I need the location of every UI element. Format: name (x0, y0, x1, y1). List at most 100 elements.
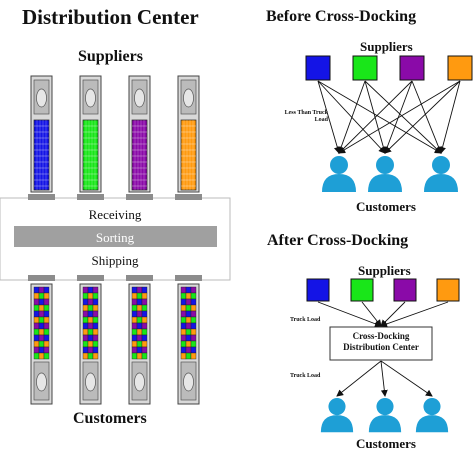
before-shipment-arrow (439, 80, 461, 154)
lane-2 (77, 75, 104, 405)
dock-door (126, 194, 153, 200)
mixed-cargo (180, 286, 187, 294)
mixed-cargo (136, 328, 143, 336)
mixed-cargo (180, 334, 187, 342)
mixed-cargo (131, 304, 138, 312)
mixed-cargo (180, 340, 187, 348)
mixed-cargo (180, 352, 187, 360)
mixed-cargo (82, 352, 89, 360)
dock-door (126, 275, 153, 281)
mixed-cargo (92, 292, 99, 300)
mixed-cargo (141, 334, 148, 342)
mixed-cargo (131, 352, 138, 360)
mixed-cargo (82, 346, 89, 354)
mixed-cargo (190, 286, 197, 294)
truck-engine (183, 88, 194, 108)
mixed-cargo (33, 334, 40, 342)
after-supplier-box (350, 278, 374, 302)
mixed-cargo (141, 286, 148, 294)
mixed-cargo (180, 322, 187, 330)
mixed-cargo (38, 340, 45, 348)
before-supplier-box (447, 55, 473, 81)
mixed-cargo (180, 304, 187, 312)
customers-label: Customers (73, 410, 147, 427)
mixed-cargo (180, 328, 187, 336)
mixed-cargo (136, 346, 143, 354)
mixed-cargo (190, 292, 197, 300)
mixed-cargo (43, 334, 50, 342)
mixed-cargo (131, 322, 138, 330)
mixed-cargo (43, 286, 50, 294)
mixed-cargo (33, 286, 40, 294)
mixed-cargo (82, 340, 89, 348)
before-shipment-arrow (317, 80, 341, 154)
mixed-cargo (141, 328, 148, 336)
customer-head (328, 398, 346, 416)
mixed-cargo (185, 292, 192, 300)
mixed-cargo (92, 334, 99, 342)
before-customers-label: Customers (356, 199, 416, 214)
inbound-truck-load-label: Truck Load (290, 317, 321, 323)
mixed-cargo (141, 352, 148, 360)
mixed-cargo (87, 340, 94, 348)
mixed-cargo (87, 310, 94, 318)
truck-engine (85, 88, 96, 108)
mixed-cargo (190, 346, 197, 354)
mixed-cargo (190, 322, 197, 330)
truck-engine (36, 88, 47, 108)
mixed-cargo (43, 304, 50, 312)
mixed-cargo (185, 322, 192, 330)
mixed-cargo (87, 328, 94, 336)
before-shipment-arrow (317, 80, 386, 154)
mixed-cargo (38, 346, 45, 354)
mixed-cargo (136, 352, 143, 360)
mixed-cargo (141, 292, 148, 300)
mixed-cargo (92, 322, 99, 330)
mixed-cargo (190, 340, 197, 348)
mixed-cargo (136, 310, 143, 318)
mixed-cargo (87, 286, 94, 294)
mixed-cargo (38, 310, 45, 318)
before-shipment-arrow (338, 80, 413, 154)
mixed-cargo (92, 286, 99, 294)
mixed-cargo (131, 298, 138, 306)
mixed-cargo (141, 310, 148, 318)
after-cross-docking-title: After Cross-Docking (267, 232, 409, 249)
mixed-cargo (38, 334, 45, 342)
mixed-cargo (180, 346, 187, 354)
customer-body (368, 174, 402, 192)
mixed-cargo (33, 310, 40, 318)
before-suppliers-label: Suppliers (360, 39, 413, 54)
customer-body (320, 415, 354, 433)
mixed-cargo (180, 316, 187, 324)
hub-label-line-1: Cross-Docking (352, 331, 410, 341)
mixed-cargo (43, 298, 50, 306)
mixed-cargo (136, 292, 143, 300)
mixed-cargo (38, 292, 45, 300)
receiving-label: Receiving (88, 207, 142, 222)
after-suppliers-label: Suppliers (358, 263, 411, 278)
customer-body (415, 415, 449, 433)
mixed-cargo (190, 334, 197, 342)
mixed-cargo (38, 316, 45, 324)
mixed-cargo (82, 286, 89, 294)
mixed-cargo (92, 328, 99, 336)
truck-engine (183, 372, 194, 392)
customer-head (376, 398, 394, 416)
mixed-cargo (190, 298, 197, 306)
mixed-cargo (131, 328, 138, 336)
mixed-cargo (185, 346, 192, 354)
mixed-cargo (43, 340, 50, 348)
mixed-cargo (190, 316, 197, 324)
mixed-cargo (87, 322, 94, 330)
before-shipment-arrow (337, 80, 366, 154)
mixed-cargo (185, 340, 192, 348)
mixed-cargo (82, 328, 89, 336)
mixed-cargo (185, 328, 192, 336)
sorting-bar (14, 226, 217, 247)
mixed-cargo (87, 292, 94, 300)
mixed-cargo (141, 340, 148, 348)
mixed-cargo (82, 316, 89, 324)
customer-head (376, 156, 394, 174)
truck-engine (85, 372, 96, 392)
